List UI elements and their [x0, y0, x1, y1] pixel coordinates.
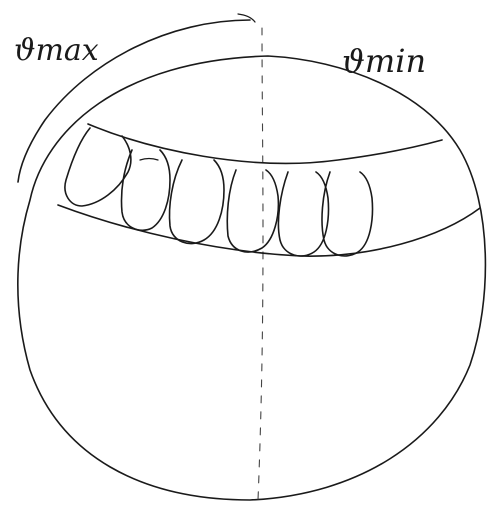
- axis-line: [258, 28, 263, 500]
- band-cell-3: [170, 160, 225, 244]
- band-cell-4: [227, 170, 278, 252]
- band-cells: [65, 128, 373, 256]
- band-cell-2: [121, 150, 170, 230]
- sphere-outline: [18, 56, 486, 500]
- cell-inner-mark: [140, 159, 158, 161]
- band-cell-5: [278, 172, 328, 256]
- theta-max-label: ϑmax: [14, 33, 99, 68]
- theta-min-label: ϑmin: [342, 42, 426, 80]
- band-upper-boundary: [88, 124, 442, 163]
- band-cell-6: [322, 172, 372, 256]
